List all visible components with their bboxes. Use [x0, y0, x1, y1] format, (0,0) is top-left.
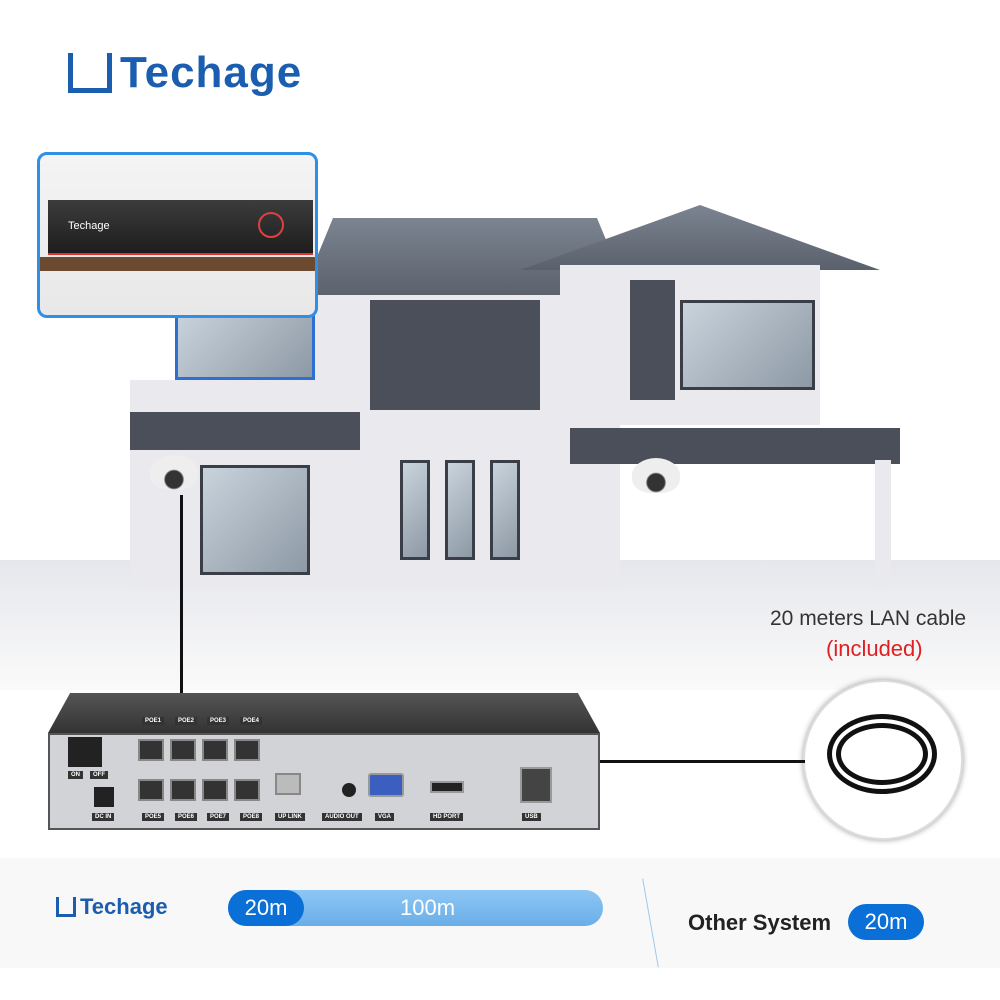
- label-poe2: POE2: [175, 717, 198, 725]
- balcony-slab: [130, 412, 360, 450]
- power-ring-icon: [258, 212, 284, 238]
- poe4-port: [234, 739, 260, 761]
- label-usb: USB: [522, 813, 541, 821]
- poe3-port: [202, 739, 228, 761]
- label-vga: VGA: [375, 813, 395, 821]
- label-uplink: UP LINK: [275, 813, 305, 821]
- poe1-port: [138, 739, 164, 761]
- label-poe3: POE3: [207, 717, 230, 725]
- comparison-bar: Techage 20m 100m Other System 20m: [0, 858, 1000, 968]
- poe7-port: [202, 779, 228, 801]
- nvr-panel: ON OFF DC IN POE1 POE2 POE3 POE4 POE5 PO…: [48, 717, 600, 830]
- brand-name: Techage: [120, 48, 303, 97]
- inset-nvr: Techage: [48, 200, 313, 255]
- louvers: [630, 280, 675, 400]
- power-switch: [68, 737, 102, 767]
- dc-in-port: [94, 787, 114, 807]
- carport-roof: [570, 428, 900, 464]
- label-poe1: POE1: [142, 717, 165, 725]
- nvr-back-panel: ON OFF DC IN POE1 POE2 POE3 POE4 POE5 PO…: [48, 693, 600, 830]
- techage-short-range: 20m: [228, 890, 304, 926]
- label-poe7: POE7: [207, 813, 230, 821]
- audio-out-port: [342, 783, 356, 797]
- poe8-port: [234, 779, 260, 801]
- poe6-port: [170, 779, 196, 801]
- inset-device-logo: Techage: [68, 220, 110, 232]
- dome-camera-left: [150, 455, 198, 490]
- label-hd-port: HD PORT: [430, 813, 463, 821]
- center-panel: [370, 300, 540, 410]
- house-logo-icon: [68, 53, 112, 93]
- brand-logo: Techage: [68, 48, 302, 98]
- house-logo-icon: [56, 897, 76, 917]
- label-poe5: POE5: [142, 813, 165, 821]
- camera-cable: [180, 495, 183, 740]
- hdmi-port: [430, 781, 464, 793]
- nvr-inset: Techage: [37, 152, 318, 318]
- dome-camera-right: [632, 458, 680, 493]
- cable-caption: 20 meters LAN cable: [770, 607, 967, 630]
- uplink-port: [275, 773, 301, 795]
- ground-window: [200, 465, 310, 575]
- balcony-window: [175, 310, 315, 380]
- cable-coil-icon: [827, 714, 937, 794]
- center-window-2: [445, 460, 475, 560]
- inset-shelf: [40, 257, 315, 271]
- techage-long-range: 100m: [400, 895, 456, 920]
- center-window-3: [490, 460, 520, 560]
- center-window-1: [400, 460, 430, 560]
- carport-pillar: [875, 460, 891, 585]
- poe5-port: [138, 779, 164, 801]
- comparison-brand-name: Techage: [80, 894, 168, 919]
- divider: [642, 878, 659, 968]
- right-window: [680, 300, 815, 390]
- label-poe4: POE4: [240, 717, 263, 725]
- label-poe6: POE6: [175, 813, 198, 821]
- cable-note: (included): [826, 636, 923, 661]
- label-off: OFF: [90, 771, 108, 779]
- label-dc-in: DC IN: [92, 813, 115, 821]
- house-illustration: [0, 205, 1000, 740]
- other-system-label: Other System: [688, 910, 832, 935]
- other-system-range: 20m: [848, 904, 924, 940]
- comparison-brand-logo: Techage: [56, 894, 168, 920]
- label-poe8: POE8: [240, 813, 263, 821]
- lan-cable-coil: [803, 680, 963, 840]
- label-on: ON: [68, 771, 83, 779]
- techage-range-bar: 20m 100m: [228, 890, 603, 926]
- label-audio-out: AUDIO OUT: [322, 813, 362, 821]
- nvr-top: [48, 693, 600, 733]
- usb-port: [520, 767, 552, 803]
- poe2-port: [170, 739, 196, 761]
- vga-port: [368, 773, 404, 797]
